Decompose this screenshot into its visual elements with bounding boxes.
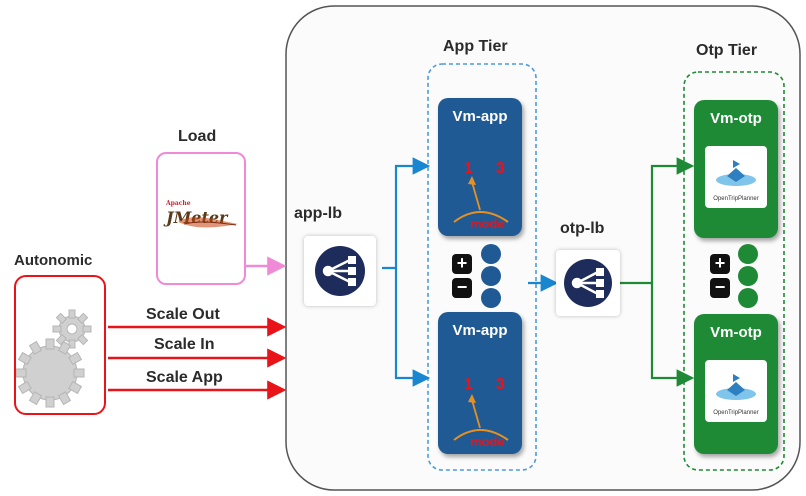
otp-logo-2-text: OpenTripPlanner — [713, 410, 759, 416]
scale-app-label: Scale App — [146, 369, 223, 386]
app-tier-title: App Tier — [443, 38, 508, 55]
otp-lb-node[interactable] — [556, 250, 620, 316]
load-balancer-icon — [315, 246, 365, 296]
app-lb-to-vm2-arrow — [394, 268, 431, 387]
otp-instance-dot-3 — [738, 288, 758, 308]
opentripplanner-icon — [716, 374, 756, 400]
mode-gauge-icon — [453, 176, 509, 223]
app-instance-dot-1 — [481, 244, 501, 264]
opentripplanner-icon — [716, 160, 756, 186]
app-lb-label: app-lb — [294, 205, 342, 222]
otp-lb-to-vm2-arrow — [650, 283, 695, 387]
load-label: Load — [178, 128, 217, 145]
feather-icon — [178, 217, 238, 228]
mode-gauge-icon — [453, 394, 509, 441]
app-tier-minus-button[interactable]: − — [452, 278, 472, 298]
vm-app-1-title: Vm-app — [452, 108, 508, 125]
jmeter-logo: Apache JMeter — [164, 198, 240, 238]
scale-out-label: Scale Out — [146, 306, 220, 323]
autonomic-label: Autonomic — [14, 252, 93, 269]
otp-instance-dot-1 — [738, 244, 758, 264]
vm-app-2-max: 3 — [496, 376, 505, 393]
otp-logo-2: OpenTripPlanner — [705, 360, 767, 422]
otp-tier-plus-button[interactable]: + — [710, 254, 730, 274]
vm-otp-2[interactable]: Vm-otp OpenTripPlanner — [694, 314, 778, 454]
vm-otp-1-title: Vm-otp — [710, 110, 762, 127]
otp-logo-1-text: OpenTripPlanner — [713, 196, 759, 202]
otp-lb-label: otp-lb — [560, 220, 605, 237]
jmeter-logo-small: Apache — [166, 200, 191, 207]
vm-app-2-min: 1 — [464, 376, 473, 393]
app-tier-frame — [427, 63, 537, 471]
otp-lb-to-vm1-arrow — [620, 157, 695, 285]
system-container — [285, 5, 801, 491]
otp-tier-title: Otp Tier — [696, 42, 758, 59]
vm-app-1-mode: mode — [470, 216, 505, 231]
app-lb-node[interactable] — [304, 236, 376, 306]
otp-tier-frame — [683, 71, 785, 471]
vm-app-2-title: Vm-app — [452, 322, 508, 339]
app-instance-dot-3 — [481, 288, 501, 308]
load-box[interactable]: Apache JMeter — [156, 152, 246, 285]
scale-in-label: Scale In — [154, 336, 215, 353]
otp-instance-dot-2 — [738, 266, 758, 286]
vm-otp-1[interactable]: Vm-otp OpenTripPlanner — [694, 100, 778, 238]
gears-icon — [16, 309, 92, 408]
vm-app-2-mode: mode — [470, 434, 505, 449]
vm-app-1-max: 3 — [496, 160, 505, 177]
app-lb-to-vm1-arrow — [382, 157, 431, 270]
vm-app-2[interactable]: Vm-app 1 3 mode — [438, 312, 522, 454]
vm-app-1[interactable]: Vm-app 1 3 mode — [438, 98, 522, 236]
vm-otp-2-title: Vm-otp — [710, 324, 762, 341]
app-tier-plus-button[interactable]: + — [452, 254, 472, 274]
otp-tier-minus-button[interactable]: − — [710, 278, 730, 298]
otp-logo-1: OpenTripPlanner — [705, 146, 767, 208]
autonomic-box[interactable] — [14, 275, 106, 415]
app-instance-dot-2 — [481, 266, 501, 286]
load-balancer-icon — [564, 259, 612, 307]
vm-app-1-min: 1 — [464, 160, 473, 177]
